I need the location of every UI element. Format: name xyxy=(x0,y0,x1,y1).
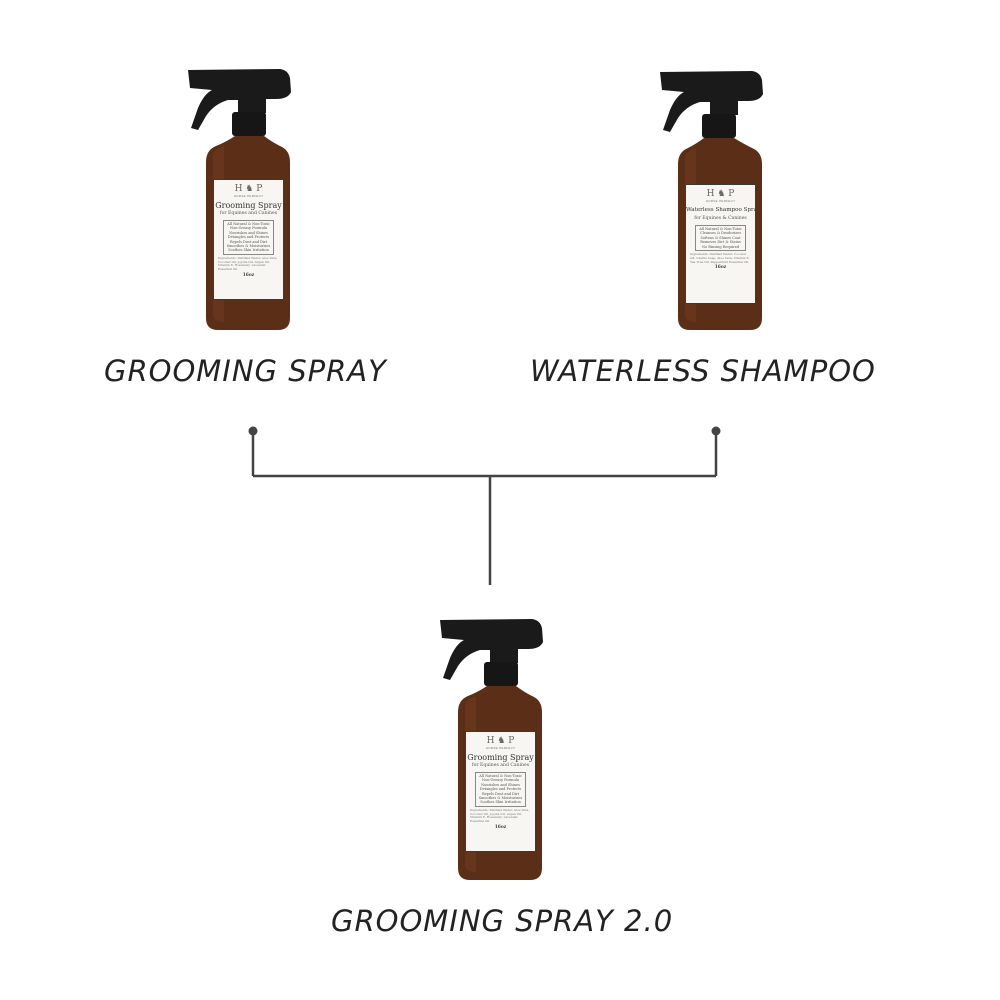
volume-text: 16oz xyxy=(494,825,507,831)
feature-line: Nourishes and Shines xyxy=(481,782,520,787)
feature-line: All Natural & Non-Toxic xyxy=(479,774,522,778)
caption-grooming-spray: GROOMING SPRAY xyxy=(104,354,387,388)
label-subtitle: for Equines & Canines xyxy=(694,216,747,221)
connector-left-dot xyxy=(248,426,258,436)
volume-text: 16oz xyxy=(242,273,255,279)
label-subtitle: for Equines and Canines xyxy=(219,211,278,216)
feature-line: No Rinsing Required xyxy=(701,244,740,249)
feature-line: Nourishes and Shines xyxy=(229,230,268,235)
feature-line: Non-Greasy Formula xyxy=(230,226,267,231)
caption-grooming-spray-2: GROOMING SPRAY 2.0 xyxy=(331,904,674,938)
feature-line: Softens & Shines Coat xyxy=(700,235,741,240)
feature-line: Soothes Skin Irritation xyxy=(480,800,521,805)
volume-text: 16oz xyxy=(714,265,727,271)
feature-line: Cleanses & Deodorizes xyxy=(699,231,742,236)
connector-right-dot xyxy=(711,426,721,436)
feature-line: All Natural & Non-Toxic xyxy=(227,222,270,226)
feature-line: Repels Dust and Dirt xyxy=(229,239,268,244)
label-title: Grooming Spray xyxy=(215,201,282,210)
feature-line: Repels Dust and Dirt xyxy=(481,791,520,796)
features-box: All Natural & Non-Toxic Cleanses & Deodo… xyxy=(695,225,746,252)
feature-line: Smoothes & Moisturizes xyxy=(478,796,523,801)
feature-line: Detangles and Protects xyxy=(479,787,522,792)
product-grooming-spray-2: H ♞ P HORSE PERFECT Grooming Spray for E… xyxy=(432,614,544,880)
ingredients-text: Ingredients: Distilled Water, Aloe Vera,… xyxy=(218,255,278,272)
label-title: Grooming Spray xyxy=(467,753,534,762)
brand-emblem: H ♞ P xyxy=(234,184,263,194)
brand-name: HORSE PERFECT xyxy=(485,746,516,750)
feature-line: Smoothes & Moisturizes xyxy=(226,244,271,249)
feature-line: Non-Greasy Formula xyxy=(482,778,519,783)
feature-line: Removes Dirt & Stains xyxy=(700,240,741,245)
product-waterless-shampoo: H ♞ P HORSE PERFECT Waterless Shampoo Sp… xyxy=(652,66,764,332)
ingredients-text: Ingredients: Distilled Water, Aloe Vera,… xyxy=(470,807,530,824)
ingredients-text: Ingredients: Distilled Water, Coconut Oi… xyxy=(690,252,750,264)
caption-waterless-shampoo: WATERLESS SHAMPOO xyxy=(530,354,876,388)
feature-line: Soothes Skin Irritation xyxy=(228,248,269,253)
feature-line: All Natural & Non-Toxic xyxy=(699,227,742,231)
brand-name: HORSE PERFECT xyxy=(233,194,264,198)
brand-emblem: H ♞ P xyxy=(706,189,735,199)
label-subtitle: for Equines and Canines xyxy=(471,763,530,768)
features-box: All Natural & Non-Toxic Non-Greasy Formu… xyxy=(223,220,274,255)
feature-line: Detangles and Protects xyxy=(227,235,270,240)
label-title: Waterless Shampoo Spray xyxy=(686,207,756,213)
product-grooming-spray: H ♞ P HORSE PERFECT Grooming Spray for E… xyxy=(180,64,292,330)
features-box: All Natural & Non-Toxic Non-Greasy Formu… xyxy=(475,772,526,807)
brand-name: HORSE PERFECT xyxy=(705,199,736,203)
brand-emblem: H ♞ P xyxy=(486,736,515,746)
product-label: H ♞ P HORSE PERFECT Grooming Spray for E… xyxy=(213,179,284,300)
product-label: H ♞ P HORSE PERFECT Grooming Spray for E… xyxy=(465,731,536,852)
product-label: H ♞ P HORSE PERFECT Waterless Shampoo Sp… xyxy=(685,184,756,304)
